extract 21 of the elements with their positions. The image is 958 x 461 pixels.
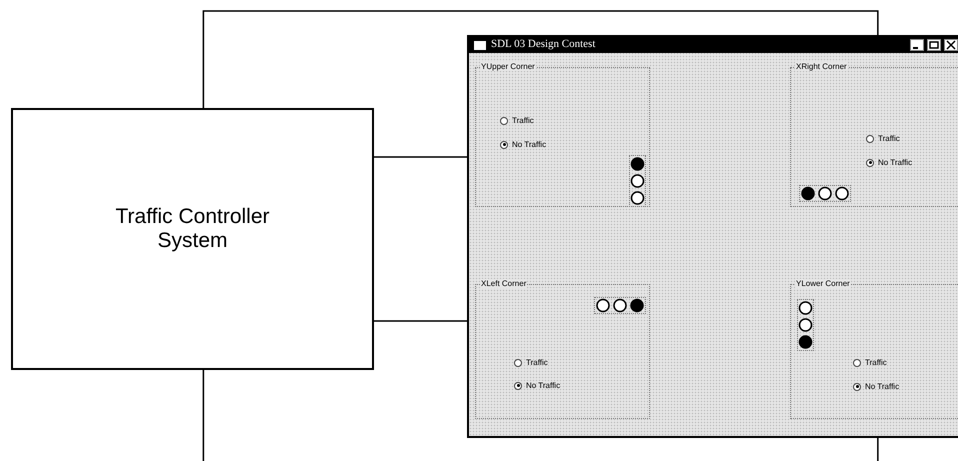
group-title: YUpper Corner <box>480 62 536 71</box>
radio-button: Traffic <box>866 134 900 143</box>
system-box <box>11 108 374 370</box>
group-title: XLeft Corner <box>480 279 528 288</box>
connector-line <box>202 10 879 108</box>
connector-line <box>202 370 204 461</box>
system-label: Traffic Controller System <box>114 204 271 254</box>
application-window <box>467 35 958 438</box>
radio-button: Traffic <box>514 358 548 367</box>
radio-button: No Traffic <box>866 158 912 167</box>
group-title: YLower Corner <box>795 279 851 288</box>
radio-button: No Traffic <box>853 382 900 391</box>
connector-line <box>374 156 467 158</box>
radio-button: Traffic <box>500 116 534 125</box>
radio-button: Traffic <box>853 358 887 367</box>
window-title: SDL 03 Design Contest <box>491 38 596 50</box>
radio-button: No Traffic <box>514 381 560 390</box>
radio-button: No Traffic <box>500 140 546 149</box>
group-title: XRight Corner <box>795 62 848 71</box>
connector-line <box>374 320 467 322</box>
connector-line <box>877 438 879 461</box>
